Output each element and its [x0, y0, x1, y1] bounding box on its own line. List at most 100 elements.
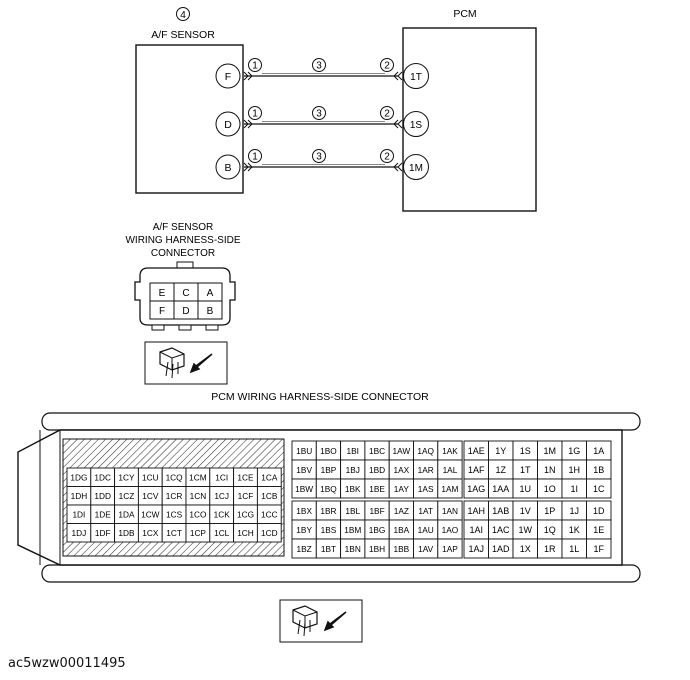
pcm-terminal: 1AE	[463, 440, 489, 461]
svg-text:1K: 1K	[569, 525, 580, 535]
wire-marker-right: 2	[380, 106, 394, 120]
view-direction-icon	[144, 341, 228, 385]
svg-text:1AA: 1AA	[492, 484, 509, 494]
svg-text:1CP: 1CP	[190, 528, 207, 538]
pcm-terminal: 1CT	[161, 523, 187, 543]
svg-text:1CA: 1CA	[261, 473, 278, 483]
svg-text:1AS: 1AS	[418, 484, 434, 494]
pcm-terminal: 1CB	[256, 486, 282, 506]
svg-text:1A: 1A	[593, 446, 604, 456]
pcm-terminal: 1BQ	[315, 478, 342, 499]
svg-text:1Z: 1Z	[495, 465, 506, 475]
pcm-terminal: 1R	[537, 538, 563, 559]
sensor-connector-caption-line-1: A/F SENSOR	[153, 222, 214, 233]
pcm-terminal: 1S	[512, 440, 538, 461]
pcm-terminal: 1CG	[233, 504, 258, 524]
svg-text:1CS: 1CS	[166, 510, 183, 520]
svg-text:1AP: 1AP	[442, 544, 458, 554]
svg-text:1BK: 1BK	[345, 484, 361, 494]
pcm-terminal: 1BP	[315, 459, 342, 480]
pcm-terminal: 1DF	[90, 523, 116, 543]
svg-text:1CF: 1CF	[238, 491, 254, 501]
svg-text:1DB: 1DB	[118, 528, 135, 538]
pcm-terminal: 1CV	[137, 486, 163, 506]
pcm-terminal: 1CH	[233, 523, 258, 543]
pcm-terminal: 1BB	[388, 538, 414, 559]
svg-text:1BH: 1BH	[369, 544, 385, 554]
svg-text:1CJ: 1CJ	[214, 491, 229, 501]
wire-marker-right: 2	[380, 149, 394, 163]
pcm-terminal: 1CP	[185, 523, 211, 543]
pcm-terminal: 1BU	[291, 440, 317, 461]
pcm-terminal: 1BK	[340, 478, 366, 499]
pcm-terminal: 1AI	[463, 519, 489, 540]
svg-text:1AW: 1AW	[393, 446, 411, 456]
svg-text:B: B	[207, 306, 214, 317]
svg-text:1BC: 1BC	[369, 446, 385, 456]
pcm-terminal: 1BO	[315, 440, 342, 461]
pcm-terminal: 1CW	[137, 504, 163, 524]
svg-text:F: F	[159, 306, 165, 317]
svg-text:1CB: 1CB	[261, 491, 278, 501]
sensor-pin: D	[215, 111, 241, 137]
pcm-terminal: 1L	[561, 538, 587, 559]
svg-text:1CQ: 1CQ	[166, 473, 184, 483]
pcm-title: PCM	[453, 8, 476, 20]
svg-text:3: 3	[316, 152, 322, 163]
svg-text:D: D	[224, 119, 232, 131]
svg-text:1AX: 1AX	[394, 465, 410, 475]
pcm-terminal: 1U	[512, 478, 538, 499]
svg-text:1T: 1T	[410, 72, 422, 83]
svg-text:1W: 1W	[519, 525, 533, 535]
svg-text:1AB: 1AB	[492, 506, 509, 516]
svg-text:1DI: 1DI	[72, 510, 85, 520]
pcm-terminal: 1BZ	[291, 538, 317, 559]
pcm-terminal: 1BD	[364, 459, 390, 480]
pcm-terminal: 1A	[586, 440, 612, 461]
wire-marker-right: 2	[380, 58, 394, 72]
pcm-terminal: 1P	[537, 500, 563, 521]
svg-text:1DD: 1DD	[94, 491, 111, 501]
svg-text:1U: 1U	[519, 484, 531, 494]
pcm-terminal: 1DB	[114, 523, 139, 543]
view-direction-icon	[279, 599, 363, 643]
svg-text:A: A	[207, 288, 214, 299]
svg-text:D: D	[182, 306, 189, 317]
pcm-terminal: 1CK	[209, 504, 235, 524]
svg-text:1M: 1M	[543, 446, 556, 456]
svg-text:1C: 1C	[593, 484, 605, 494]
svg-text:1AE: 1AE	[468, 446, 485, 456]
pcm-terminal: 1CE	[233, 467, 258, 487]
pcm-terminal: 1AN	[437, 500, 463, 521]
pcm-terminal: 1CR	[161, 486, 187, 506]
svg-text:1BA: 1BA	[394, 525, 410, 535]
pcm-terminal: 1CL	[209, 523, 235, 543]
pcm-terminal: 1BI	[340, 440, 366, 461]
pcm-terminal: 1CD	[256, 523, 282, 543]
pcm-connector-caption: PCM WIRING HARNESS-SIDE CONNECTOR	[211, 391, 429, 403]
svg-text:1CD: 1CD	[261, 528, 278, 538]
pcm-terminal: 1BT	[315, 538, 342, 559]
svg-text:1DG: 1DG	[70, 473, 87, 483]
pcm-terminal: 1AL	[437, 459, 463, 480]
pcm-terminal: 1CQ	[161, 467, 187, 487]
svg-text:B: B	[224, 162, 231, 174]
sensor-connector-terminal: C	[173, 282, 199, 302]
pcm-terminal: 1BG	[364, 519, 390, 540]
svg-text:1F: 1F	[593, 544, 604, 554]
svg-text:2: 2	[384, 109, 390, 120]
pcm-terminal: 1CF	[233, 486, 258, 506]
svg-text:1CT: 1CT	[166, 528, 182, 538]
sensor-connector-terminal: E	[149, 282, 175, 302]
svg-text:1Q: 1Q	[544, 525, 556, 535]
svg-text:1BL: 1BL	[345, 506, 360, 516]
svg-text:1BX: 1BX	[296, 506, 312, 516]
pcm-terminal: 1AA	[488, 478, 514, 499]
svg-text:1BT: 1BT	[321, 544, 336, 554]
pcm-terminal: 1AS	[413, 478, 439, 499]
pcm-terminal: 1BY	[291, 519, 317, 540]
